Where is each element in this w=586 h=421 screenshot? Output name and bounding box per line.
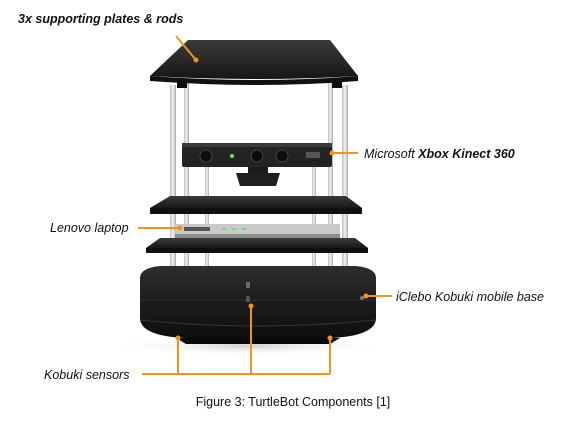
kobuki-base [139, 266, 377, 344]
top-plate [150, 40, 358, 88]
label-kobuki-sensors-text: Kobuki sensors [44, 368, 130, 382]
support-rods [170, 80, 348, 275]
label-laptop: Lenovo laptop [50, 221, 129, 235]
leader-plates [175, 35, 197, 61]
label-kinect: Microsoft Xbox Kinect 360 [364, 147, 515, 161]
label-mobile-base-text: iClebo Kobuki mobile base [396, 290, 545, 304]
label-supporting-plates: 3x supporting plates & rods [18, 12, 183, 26]
label-kinect-prefix: Microsoft [364, 147, 419, 161]
leader-dot [329, 150, 335, 156]
figure-caption: Figure 3: TurtleBot Components [1] [195, 395, 391, 409]
leader-dot [193, 57, 199, 63]
label-laptop-text: Lenovo laptop [50, 221, 129, 235]
leader-dot [363, 293, 369, 299]
leader-dot [177, 225, 183, 231]
lower-plate [146, 238, 368, 253]
rod [312, 160, 316, 270]
rod [170, 85, 176, 275]
rod [184, 80, 189, 275]
laptop [175, 224, 340, 238]
leader-lines [138, 35, 392, 375]
middle-plate [150, 196, 362, 214]
leader-dot [248, 303, 254, 309]
label-mobile-base: iClebo Kobuki mobile base [396, 290, 544, 304]
rod [342, 85, 348, 275]
rod [328, 80, 333, 275]
leader-dot [175, 335, 181, 341]
label-supporting-plates-text: 3x supporting plates & rods [18, 12, 184, 26]
kinect-sensor [182, 143, 332, 186]
leader-dot [327, 335, 333, 341]
rod [205, 160, 209, 270]
label-kobuki-sensors: Kobuki sensors [44, 368, 129, 382]
label-kinect-model: Xbox Kinect 360 [418, 147, 515, 161]
